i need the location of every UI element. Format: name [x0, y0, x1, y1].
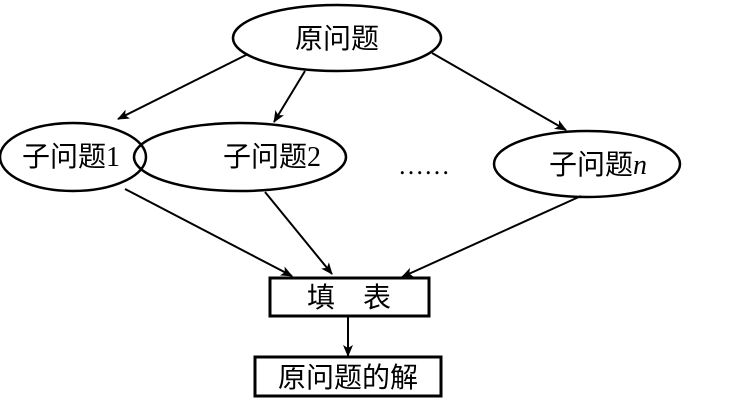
arrow-root-to-sub1	[117, 53, 249, 120]
ellipsis-text: ……	[398, 151, 450, 180]
subproblem-n-prefix: 子问题	[549, 148, 633, 181]
subproblem-2-suffix: 2	[307, 142, 321, 173]
subproblem-n-suffix: n	[633, 150, 647, 181]
arrow-sub1-to-table	[124, 188, 293, 277]
root-label: 原问题	[295, 22, 379, 55]
solution-box	[253, 355, 443, 398]
fill-table-label: 填 表	[307, 281, 391, 314]
arrow-subn-to-table	[401, 195, 582, 278]
arrow-sub2-to-table	[264, 191, 333, 275]
arrow-root-to-subn	[431, 52, 567, 131]
subproblem-n-node	[492, 129, 682, 199]
subproblem-1-prefix: 子问题	[22, 140, 106, 173]
subproblem-1-suffix: 1	[106, 142, 120, 173]
subproblem-1-node	[0, 121, 148, 193]
arrow-root-to-sub2	[273, 70, 306, 123]
subproblem-1-label: 子问题1	[22, 140, 120, 173]
subproblem-2-node	[132, 121, 348, 193]
subproblem-n-label: 子问题n	[549, 148, 647, 181]
subproblem-2-label: 子问题2	[223, 140, 321, 173]
fill-table-box	[268, 276, 431, 318]
root-node	[231, 3, 443, 73]
solution-label: 原问题的解	[278, 361, 418, 394]
subproblem-2-prefix: 子问题	[223, 140, 307, 173]
